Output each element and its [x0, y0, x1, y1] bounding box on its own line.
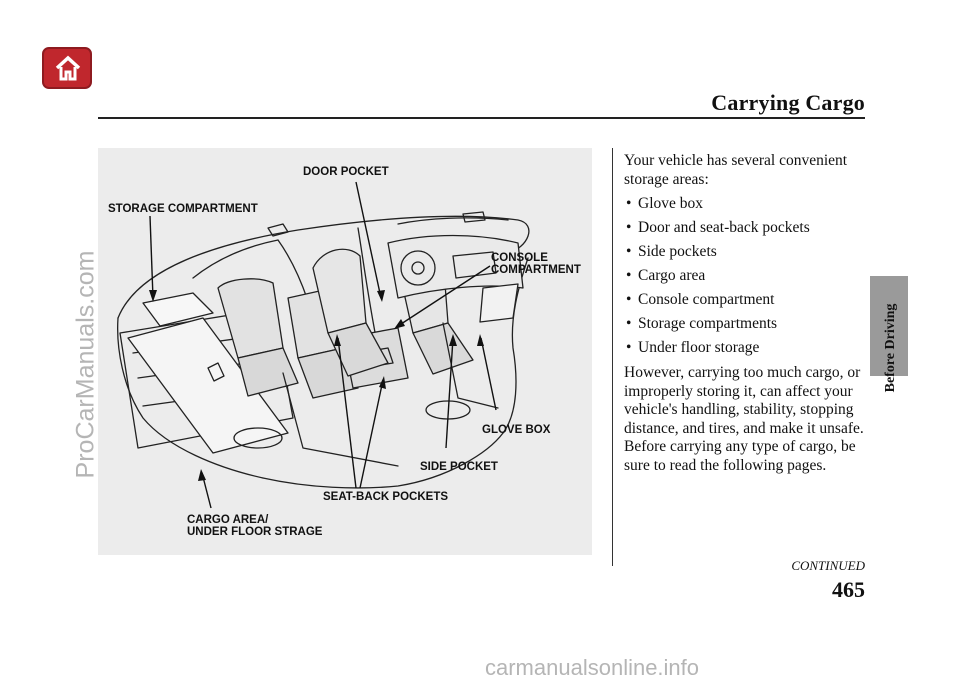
callout-door-pocket: DOOR POCKET — [303, 166, 389, 178]
home-button[interactable] — [42, 47, 92, 89]
callout-cargo-area: CARGO AREA/ UNDER FLOOR STRAGE — [187, 514, 323, 538]
caution-paragraph: However, carrying too much cargo, or imp… — [624, 364, 864, 474]
watermark-bottom: carmanualsonline.info — [485, 655, 700, 680]
callout-seat-back-pockets: SEAT-BACK POCKETS — [323, 491, 449, 503]
header-rule — [98, 117, 865, 119]
list-item: Side pockets — [624, 240, 864, 264]
list-item: Door and seat-back pockets — [624, 216, 864, 240]
list-item: Under floor storage — [624, 336, 864, 360]
home-icon — [55, 55, 81, 81]
callout-storage-compartment: STORAGE COMPARTMENT — [108, 203, 258, 215]
list-item: Console compartment — [624, 288, 864, 312]
callout-side-pocket: SIDE POCKET — [420, 461, 498, 473]
page-number: 465 — [832, 577, 865, 602]
side-tab-marker — [870, 276, 908, 376]
list-item: Storage compartments — [624, 312, 864, 336]
continued-label: CONTINUED — [791, 558, 865, 573]
watermark-left: ProCarManuals.com — [71, 250, 100, 479]
section-title: Carrying Cargo — [711, 90, 865, 115]
list-item: Cargo area — [624, 264, 864, 288]
callout-console-compartment: CONSOLE COMPARTMENT — [491, 252, 581, 276]
storage-list: Glove box Door and seat-back pockets Sid… — [624, 192, 864, 360]
side-tab-label: Before Driving — [883, 303, 898, 393]
list-item: Glove box — [624, 192, 864, 216]
callout-glove-box: GLOVE BOX — [482, 424, 551, 436]
vehicle-interior-drawing — [117, 181, 530, 509]
body-text: Your vehicle has several convenient stor… — [624, 152, 864, 475]
intro-paragraph: Your vehicle has several convenient stor… — [624, 152, 848, 188]
column-divider — [612, 148, 613, 566]
side-tab[interactable]: Before Driving — [868, 290, 908, 400]
cargo-illustration: DOOR POCKET STORAGE COMPARTMENT CONSOLE … — [98, 148, 592, 555]
